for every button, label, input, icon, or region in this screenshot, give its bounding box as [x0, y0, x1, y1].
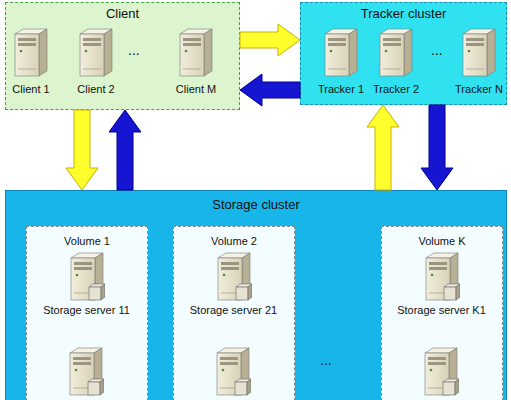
server-shape [15, 29, 47, 76]
group-title: Volume 2 [174, 227, 294, 247]
server-shape [325, 29, 357, 76]
client-server: Client M [166, 27, 226, 95]
tracker-server: Tracker 1 [311, 27, 371, 95]
server-shape [71, 253, 105, 300]
flow-arrow [109, 110, 141, 190]
server-label: Client 2 [68, 80, 124, 95]
server-label: Storage server 11 [27, 304, 146, 316]
server-shape [218, 253, 252, 300]
server-label: Storage server 21 [174, 304, 293, 316]
server-icon [461, 27, 497, 77]
server-icon [424, 251, 460, 301]
flow-arrow [421, 105, 453, 190]
server-label: Storage server K1 [382, 304, 501, 316]
server-shape [80, 29, 112, 76]
server-label: Client M [166, 80, 226, 95]
server-icon [178, 27, 214, 77]
server-shape [380, 29, 412, 76]
volume-box: Volume 2 Storage server 21 [173, 226, 295, 400]
storage-server: Storage server 11 [27, 251, 146, 316]
tracker-server: Tracker 2 [366, 27, 426, 95]
group-title: Volume K [382, 227, 502, 247]
tracker-server: Tracker N [451, 27, 507, 95]
group-title: Volume 1 [27, 227, 147, 247]
flow-arrow [367, 105, 399, 190]
flow-arrow [240, 24, 300, 56]
storage-server: Storage server 21 [174, 251, 293, 316]
group-title: Tracker cluster [301, 3, 506, 21]
server-shape [463, 29, 495, 76]
ellipsis-label: ... [128, 42, 140, 58]
group-title: Client [6, 3, 239, 21]
tracker-group: Tracker clusterTracker 1Tracker 2 Tracker… [300, 2, 507, 105]
group-title: Storage cluster [6, 191, 506, 212]
server-label: Tracker 2 [366, 80, 426, 95]
flow-arrow [66, 110, 98, 190]
flow-arrow [240, 74, 300, 106]
storage-server: Storage server K1 [382, 251, 501, 316]
server-shape [426, 253, 460, 300]
client-server: Client 2 [68, 27, 124, 95]
volume-box: Volume K Storage server K1 [381, 226, 503, 400]
server-icon [323, 27, 359, 77]
server-icon [78, 27, 114, 77]
server-icon [216, 251, 252, 301]
client-server: Client 1 [6, 27, 56, 95]
server-label: Tracker 1 [311, 80, 371, 95]
server-icon [69, 251, 105, 301]
ellipsis-label: ... [431, 42, 443, 58]
storage-cluster: Storage clusterVolume 1 Storage server 11… [5, 190, 507, 400]
server-shape [180, 29, 212, 76]
client-group: ClientClient 1 Client 2 Client M [5, 2, 240, 110]
ellipsis-label: ... [320, 352, 332, 368]
server-label: Tracker N [451, 80, 507, 95]
server-icon [378, 27, 414, 77]
volume-box: Volume 1 Storage server 11 [26, 226, 148, 400]
server-label: Client 1 [6, 80, 56, 95]
server-icon [13, 27, 49, 77]
